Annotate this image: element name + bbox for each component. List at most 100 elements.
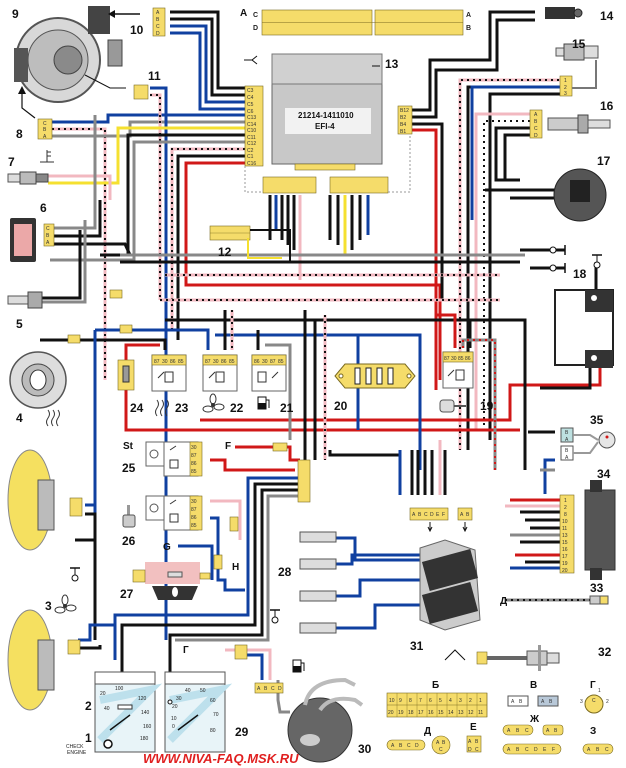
svg-text:140: 140	[141, 710, 150, 716]
ecu-connector-a: A C D A B	[240, 8, 471, 36]
check-engine-lamp	[103, 739, 113, 749]
diagnostic-connector	[209, 225, 251, 241]
legend-z-title: З	[590, 726, 596, 737]
svg-text:C: C	[156, 24, 160, 30]
legend-b-pin: 14	[448, 710, 454, 716]
label-4: 4	[16, 411, 23, 425]
fan-icon	[54, 594, 77, 614]
svg-text:A: A	[546, 728, 550, 734]
svg-text:A: A	[507, 728, 511, 734]
label-14: 14	[600, 9, 614, 23]
svg-text:B: B	[596, 747, 600, 753]
svg-text:B: B	[565, 430, 569, 436]
watermark: WWW.NIVA-FAQ.MSK.RU	[143, 751, 299, 766]
svg-text:B4: B4	[400, 122, 406, 128]
fuel-pump-relay: 86 30 87 85	[251, 354, 287, 392]
svg-text:B12: B12	[400, 108, 409, 114]
svg-text:60: 60	[210, 698, 216, 704]
speed-sensor	[555, 43, 599, 61]
heat-icon	[46, 409, 60, 427]
label-22: 22	[230, 401, 244, 415]
legend-b-pin: 8	[409, 698, 412, 704]
fuse-block	[334, 363, 416, 389]
svg-text:D: D	[415, 743, 419, 749]
thermometer-icon	[40, 150, 54, 163]
label-f: F	[225, 441, 231, 452]
svg-text:30: 30	[262, 359, 268, 365]
svg-text:2: 2	[564, 505, 567, 511]
label-31: 31	[410, 639, 424, 653]
legend-b-pin: 2	[469, 698, 472, 704]
svg-text:C10: C10	[247, 128, 256, 134]
svg-text:B: B	[399, 743, 403, 749]
svg-text:85: 85	[191, 469, 197, 475]
svg-text:C1: C1	[247, 154, 254, 160]
legend-b-pin: 15	[438, 710, 444, 716]
connector-29: A B C D	[254, 682, 284, 694]
ground-symbol-icon	[244, 55, 258, 65]
svg-text:8: 8	[564, 512, 567, 518]
svg-text:B: B	[516, 728, 520, 734]
ecu-ground-dashed	[244, 134, 411, 193]
svg-text:CHECK: CHECK	[66, 744, 84, 750]
inline-connector	[109, 289, 123, 299]
svg-text:40: 40	[185, 688, 191, 694]
svg-text:C4: C4	[247, 95, 254, 101]
label-12: 12	[218, 245, 232, 259]
svg-text:10: 10	[171, 716, 177, 722]
legend-e-connector: A B D C	[466, 735, 482, 753]
svg-text:87: 87	[191, 453, 197, 459]
svg-text:B: B	[516, 747, 520, 753]
legend-g-connector: C 1 2 3	[580, 688, 609, 714]
label-17: 17	[597, 154, 611, 168]
legend-v-title: В	[530, 680, 537, 691]
svg-text:3: 3	[564, 91, 567, 97]
connector-10: A B C D	[152, 7, 166, 37]
ecu-part-number: 21214-1411010	[298, 111, 354, 120]
svg-text:86: 86	[254, 359, 260, 365]
label-9: 9	[12, 7, 19, 21]
inline-connector	[229, 516, 239, 532]
ecu: 21214-1411010 EFI-4	[271, 53, 383, 171]
svg-text:86: 86	[170, 359, 176, 365]
fan-icon	[202, 393, 225, 413]
heat-icon	[155, 399, 169, 417]
ecu-bottom-right-connector	[329, 176, 389, 194]
label-10: 10	[130, 23, 144, 37]
svg-text:120: 120	[138, 696, 147, 702]
label-16: 16	[600, 99, 614, 113]
svg-text:A: A	[468, 739, 472, 745]
legend-b-pin: 20	[388, 710, 394, 716]
svg-text:A: A	[391, 743, 395, 749]
label-st: St	[123, 441, 134, 452]
svg-text:A: A	[460, 512, 464, 518]
arrow-head-icon	[18, 86, 26, 94]
svg-text:A: A	[240, 8, 247, 19]
label-de: Д	[500, 596, 507, 607]
svg-text:A: A	[156, 10, 160, 16]
svg-text:87: 87	[205, 359, 211, 365]
svg-text:40: 40	[104, 706, 110, 712]
svg-text:1: 1	[564, 78, 567, 84]
svg-text:B: B	[466, 512, 470, 518]
svg-text:C: C	[592, 698, 596, 704]
svg-text:F: F	[442, 512, 445, 518]
label-27: 27	[120, 587, 134, 601]
arrow-icon	[21, 92, 36, 119]
svg-text:0: 0	[172, 724, 175, 730]
legend-b-pin: 9	[399, 698, 402, 704]
arrow-icon	[427, 522, 468, 533]
fuel-pump-module	[553, 168, 607, 222]
label-11: 11	[148, 69, 161, 83]
svg-text:30: 30	[213, 359, 219, 365]
svg-text:B2: B2	[400, 115, 406, 121]
cooling-fan	[7, 609, 81, 711]
connector-35a: B A	[560, 427, 574, 443]
svg-text:50: 50	[200, 688, 206, 694]
inline-connector	[213, 554, 223, 570]
legend-z-connector: A B C	[582, 743, 614, 755]
label-33: 33	[590, 581, 604, 595]
svg-text:C: C	[253, 12, 258, 19]
label-21: 21	[280, 401, 294, 415]
fan-relay: 87 30 86 85	[202, 354, 238, 392]
